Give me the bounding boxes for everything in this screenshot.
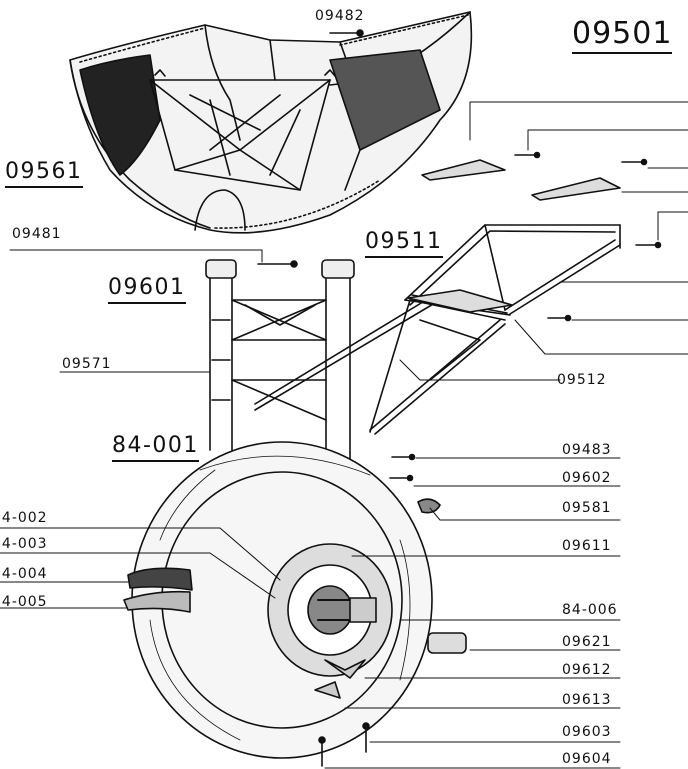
label-09512: 09512 [557,372,607,388]
label-84-002: 84-002 [0,510,48,526]
label-09561: 09561 [5,160,83,188]
label-09481: 09481 [12,226,62,242]
label-09613: 09613 [562,692,612,708]
label-09482: 09482 [315,8,365,24]
fuselage-frame-drawing [69,11,473,234]
label-84-004: 84-004 [0,566,48,582]
label-09602: 09602 [562,470,612,486]
leader-lines [0,101,688,769]
gear-strut-drawing [205,259,508,556]
label-09483: 09483 [562,442,612,458]
label-09612: 09612 [562,662,612,678]
label-09611: 09611 [562,538,612,554]
label-09601: 09601 [108,276,186,304]
label-84-006: 84-006 [562,602,618,618]
label-84-001: 84-001 [112,434,199,462]
label-84-003: 84-003 [0,536,48,552]
wheel-drawing [123,441,467,767]
label-09621: 09621 [562,634,612,650]
label-84-005: 84-005 [0,594,48,610]
label-09604: 09604 [562,751,612,767]
label-09603: 09603 [562,724,612,740]
label-09581: 09581 [562,500,612,516]
label-09511: 09511 [365,230,443,258]
drawing-title: 09501 [572,18,673,54]
label-09571: 09571 [62,356,112,372]
mount-frame-drawing [404,151,662,322]
